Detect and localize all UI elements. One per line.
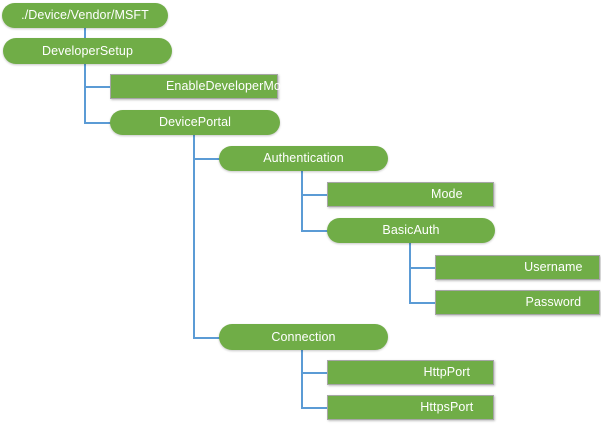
node-label-mode: Mode: [430, 187, 463, 202]
node-label-root: ./Device/Vendor/MSFT: [21, 8, 149, 23]
node-label-authentication: Authentication: [263, 151, 344, 166]
node-label-enable-developer-mode: EnableDeveloperMode: [165, 79, 296, 94]
node-label-password: Password: [525, 295, 582, 310]
node-authentication[interactable]: Authentication: [219, 146, 388, 171]
node-connection[interactable]: Connection: [219, 324, 388, 350]
connector-authentication-trunk: [301, 171, 303, 231]
connector-connection-to-https-port: [301, 407, 328, 409]
node-mode[interactable]: Mode: [327, 182, 494, 207]
node-label-developer-setup: DeveloperSetup: [41, 43, 134, 58]
connector-connection-to-http-port: [301, 372, 328, 374]
node-label-basic-auth: BasicAuth: [382, 223, 440, 238]
node-label-device-portal: DevicePortal: [158, 115, 232, 130]
node-label-https-port: HttpsPort: [420, 400, 474, 415]
connector-basic-auth-to-password: [409, 302, 436, 304]
node-enable-developer-mode[interactable]: EnableDeveloperMode: [110, 74, 295, 99]
connector-authentication-to-basic-auth: [301, 230, 328, 232]
connector-developer-setup-to-enable-mode: [84, 86, 111, 88]
node-https-port[interactable]: HttpsPort: [327, 395, 494, 420]
node-basic-auth[interactable]: BasicAuth: [327, 218, 495, 243]
connector-device-portal-to-connection: [193, 337, 220, 339]
node-label-username: Username: [524, 260, 583, 275]
node-root[interactable]: ./Device/Vendor/MSFT: [2, 3, 168, 28]
connector-developer-setup-trunk: [84, 64, 86, 124]
node-label-connection: Connection: [271, 329, 336, 344]
node-label-http-port: HttpPort: [423, 365, 471, 380]
connector-device-portal-trunk: [193, 135, 195, 338]
connector-connection-trunk: [301, 350, 303, 408]
connector-authentication-to-mode: [301, 194, 328, 196]
connector-device-portal-to-authentication: [193, 158, 220, 160]
connector-basic-auth-trunk: [409, 243, 411, 303]
connector-root-to-developer-setup: [84, 28, 86, 40]
node-password[interactable]: Password: [435, 290, 600, 315]
node-http-port[interactable]: HttpPort: [327, 360, 494, 385]
connector-basic-auth-to-username: [409, 267, 436, 269]
node-device-portal[interactable]: DevicePortal: [110, 110, 280, 135]
connector-developer-setup-to-device-portal: [84, 122, 111, 124]
node-username[interactable]: Username: [435, 255, 600, 280]
node-developer-setup[interactable]: DeveloperSetup: [3, 38, 172, 64]
